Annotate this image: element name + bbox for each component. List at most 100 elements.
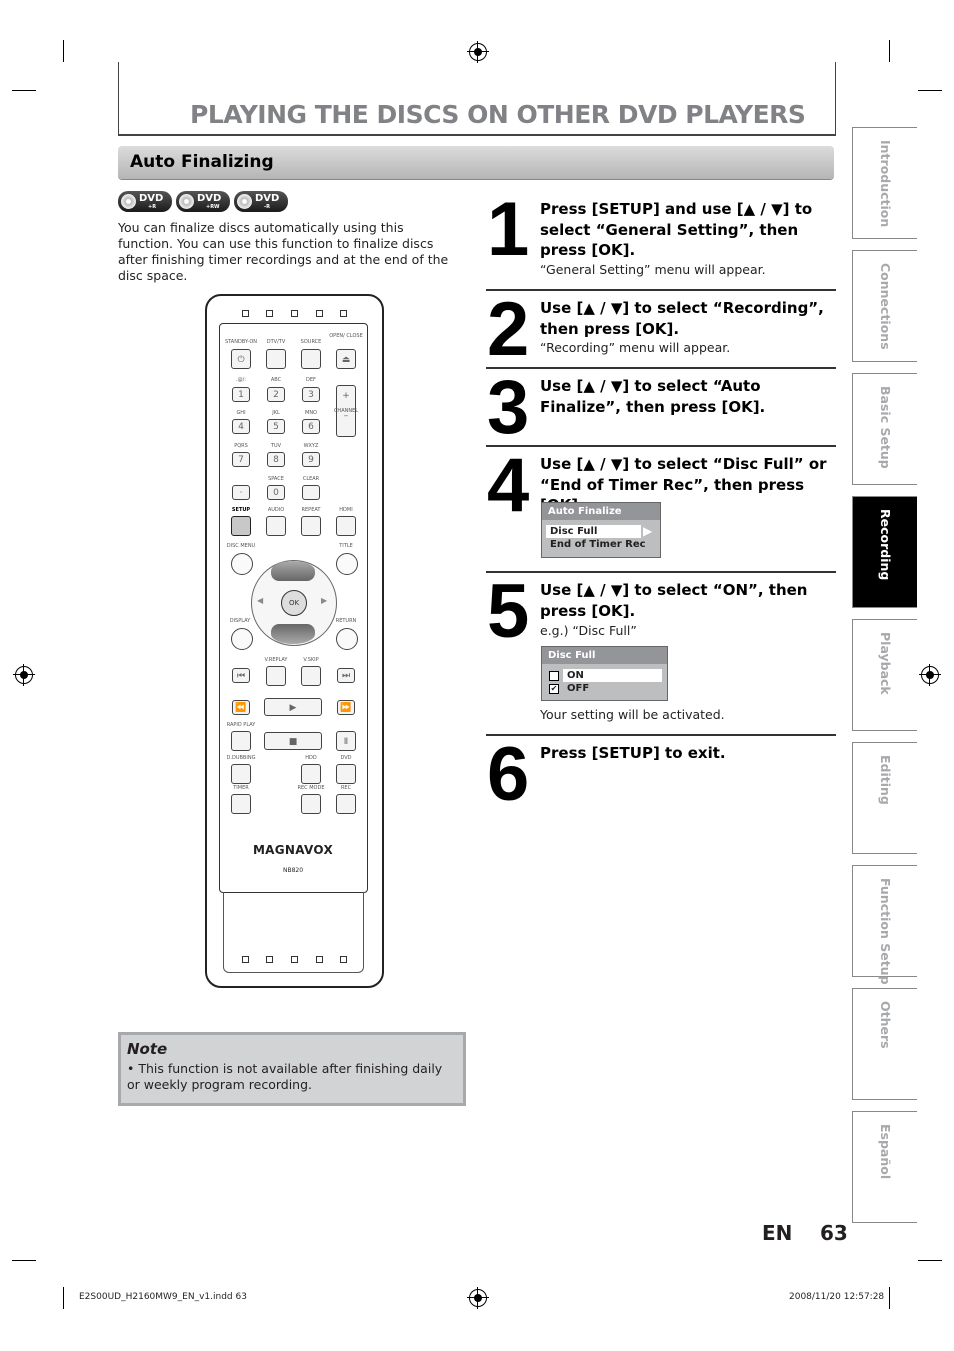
remote-label: DISC MENU	[226, 543, 256, 549]
menu-header: Auto Finalize	[542, 503, 660, 520]
tab-editing[interactable]: Editing	[852, 742, 917, 854]
remote-led	[316, 956, 323, 963]
digit-button: 0	[267, 485, 285, 500]
hdmi-button	[336, 516, 356, 536]
crop-mark	[889, 40, 890, 62]
step-desc: “Recording” menu will appear.	[540, 340, 731, 355]
title-frame	[118, 62, 836, 136]
digit-button: 6	[302, 419, 320, 434]
dvd-button	[336, 764, 356, 784]
up-arrow-icon	[271, 561, 315, 581]
remote-label: OPEN/ CLOSE	[329, 333, 363, 339]
remote-label: SETUP	[231, 507, 251, 513]
registration-mark-icon	[467, 41, 489, 63]
tab-function-setup[interactable]: Function Setup	[852, 865, 917, 985]
remote-label: DEF	[306, 377, 316, 383]
auto-finalize-menu: Auto Finalize Disc Full ▶ End of Timer R…	[541, 502, 661, 558]
remote-label: HDD	[305, 755, 317, 761]
digit-button: 1	[232, 387, 250, 402]
checkbox-checked-icon: ✔	[549, 684, 559, 694]
step-divider	[486, 367, 836, 369]
step-divider	[486, 289, 836, 291]
step-divider	[486, 445, 836, 447]
step-desc: e.g.) “Disc Full”	[540, 623, 637, 638]
remote-label: JKL	[272, 410, 280, 416]
step-title: Use [▲ / ▼] to select “ON”, then press […	[540, 581, 808, 620]
disc-icon	[179, 194, 194, 209]
play-arrow-icon: ▶	[643, 524, 653, 538]
remote-label: V.REPLAY	[264, 657, 288, 663]
remote-led	[340, 956, 347, 963]
logo-label: DVD	[255, 193, 280, 204]
remote-lower-panel	[223, 892, 364, 973]
tab-recording[interactable]: Recording	[852, 496, 917, 608]
skip-forward-button: ⏭	[337, 668, 355, 683]
remote-led	[316, 310, 323, 317]
crop-mark	[63, 40, 64, 62]
timer-button	[231, 794, 251, 814]
fast-forward-button: ⏩	[337, 700, 355, 715]
tab-connections[interactable]: Connections	[852, 250, 917, 362]
remote-label: SOURCE	[300, 339, 322, 345]
remote-led	[340, 310, 347, 317]
remote-label: HDMI	[339, 507, 353, 513]
crop-mark	[918, 1260, 942, 1261]
section-title: Auto Finalizing	[130, 152, 274, 172]
stop-button: ■	[264, 732, 322, 750]
remote-led	[266, 310, 273, 317]
note-title: Note	[127, 1040, 168, 1058]
remote-label: TUV	[270, 443, 282, 449]
step-number: 6	[487, 732, 530, 817]
tab-basic-setup[interactable]: Basic Setup	[852, 373, 917, 485]
tab-label: Function Setup	[878, 878, 893, 985]
vreplay-button	[266, 666, 286, 686]
file-info: E2S00UD_H2160MW9_EN_v1.indd 63	[79, 1292, 247, 1302]
remote-label: ABC	[270, 377, 282, 383]
menu-item-selected: ON	[563, 669, 662, 682]
print-date: 2008/11/20 12:57:28	[789, 1292, 885, 1302]
remote-label: RETURN	[335, 618, 357, 624]
display-button	[231, 628, 253, 650]
section-bar	[118, 146, 834, 179]
remote-label: .@/:	[236, 377, 246, 383]
dubbing-button	[231, 764, 251, 784]
note-box	[118, 1032, 466, 1106]
registration-mark-icon	[467, 1287, 489, 1309]
remote-led	[266, 956, 273, 963]
tab-label: Español	[878, 1124, 893, 1180]
vskip-button	[301, 666, 321, 686]
digit-button: 5	[267, 419, 285, 434]
tab-others[interactable]: Others	[852, 988, 917, 1100]
remote-label: WXYZ	[303, 443, 319, 449]
remote-label: DTV/TV	[266, 339, 286, 345]
remote-led	[242, 956, 249, 963]
remote-label: CHANNEL	[333, 408, 359, 414]
play-button: ▶	[264, 698, 322, 716]
down-arrow-icon	[271, 624, 315, 644]
menu-header: Disc Full	[542, 647, 667, 664]
menu-item: OFF	[567, 683, 590, 694]
model-number: NB820	[282, 867, 304, 874]
dvd-plus-r-logo: DVD +R	[118, 191, 172, 212]
standby-button: ⏻	[231, 349, 251, 369]
remote-label: GHI	[236, 410, 246, 416]
tab-introduction[interactable]: Introduction	[852, 127, 917, 239]
disc-icon	[237, 194, 252, 209]
tab-label: Connections	[878, 263, 893, 350]
remote-label: V.SKIP	[303, 657, 319, 663]
tab-label: Others	[878, 1001, 893, 1049]
tab-playback[interactable]: Playback	[852, 619, 917, 731]
remote-label: TIMER	[233, 785, 249, 791]
step-number: 4	[487, 443, 530, 528]
pause-button: Ⅱ	[336, 731, 356, 751]
checkbox-icon	[549, 671, 559, 681]
step-title: Use [▲ / ▼] to select “Recording”, then …	[540, 299, 824, 338]
disc-full-menu: Disc Full ON ✔ OFF	[541, 646, 668, 701]
tab-espanol[interactable]: Español	[852, 1111, 917, 1223]
remote-label: REC MODE	[297, 785, 325, 791]
digit-button: 3	[302, 387, 320, 402]
crop-mark	[889, 1287, 890, 1309]
digit-button: 8	[267, 452, 285, 467]
rewind-button: ⏪	[232, 700, 250, 715]
remote-label: STANDBY-ON	[224, 339, 258, 345]
